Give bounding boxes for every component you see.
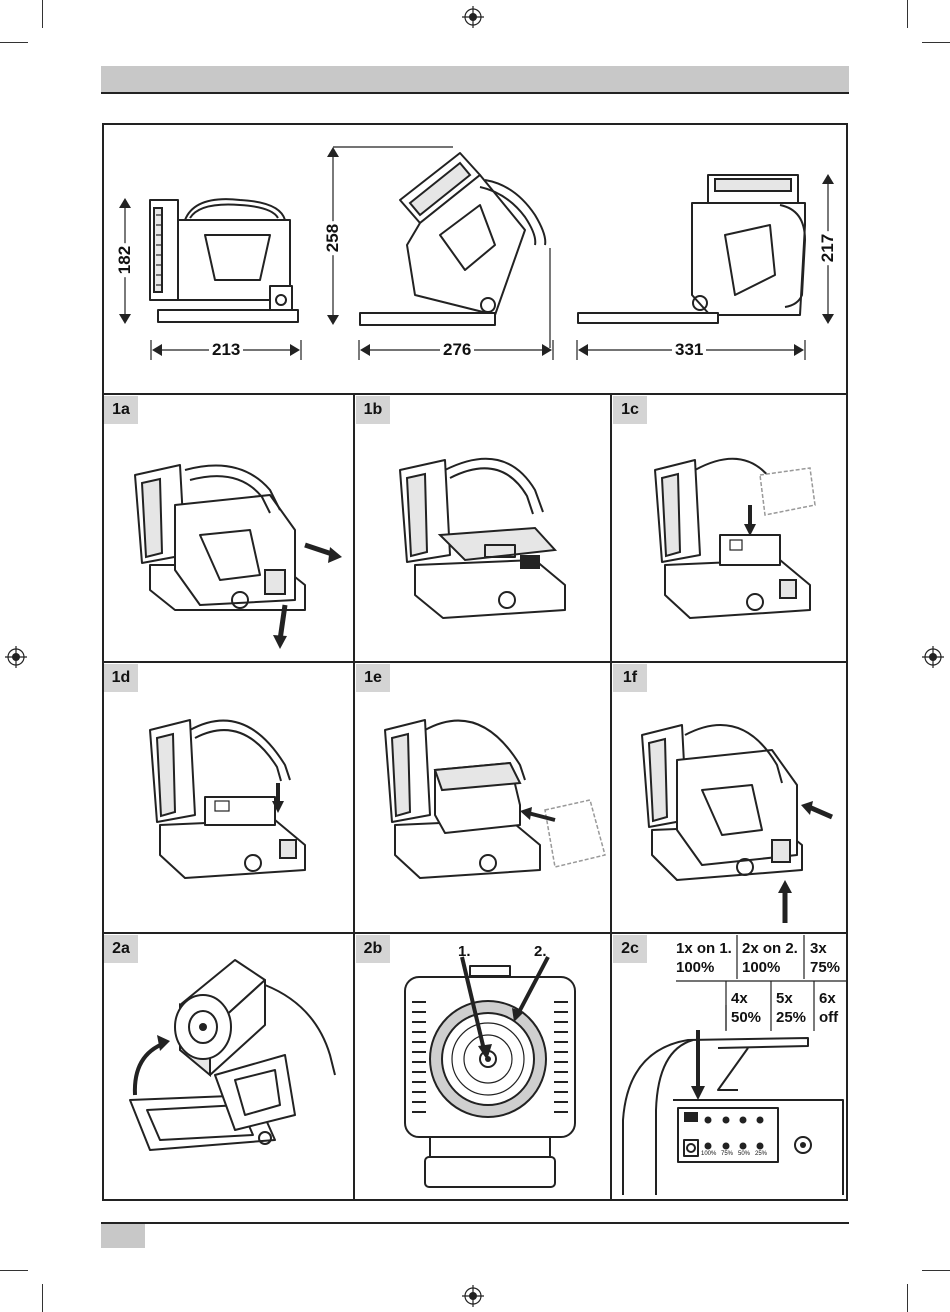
crop-mark: [922, 1270, 950, 1271]
lamp-illustration-1b: [395, 440, 595, 645]
mode-table-lines: [672, 935, 848, 1031]
registration-mark-bottom: [462, 1285, 484, 1307]
dim-open-height: 217: [818, 231, 838, 265]
panel-label-2c: 2c: [613, 935, 647, 963]
grid-divider: [353, 393, 355, 1201]
panel-label-1b: 1b: [356, 396, 390, 424]
dim-tilted-height: 258: [323, 221, 343, 255]
crop-mark: [907, 0, 908, 28]
crop-mark: [922, 42, 950, 43]
lamp-illustration-1e: [380, 705, 610, 895]
header-bar: [101, 66, 849, 94]
registration-mark-left: [5, 646, 27, 668]
dim-tilted-width: 276: [440, 340, 474, 360]
control-panel-2c: [618, 1030, 846, 1198]
led-label-75: 75%: [721, 1151, 733, 1157]
lamp-tilted-view: [355, 145, 565, 335]
step-label-2: 2.: [534, 943, 547, 960]
dim-open-width: 331: [672, 340, 706, 360]
lamp-illustration-1d: [145, 705, 335, 905]
led-label-100: 100%: [701, 1151, 716, 1157]
crop-mark: [907, 1284, 908, 1312]
panel-label-1a: 1a: [104, 396, 138, 424]
grid-divider: [102, 393, 848, 395]
panel-label-1c: 1c: [613, 396, 647, 424]
crop-mark: [0, 42, 28, 43]
crop-mark: [0, 1270, 28, 1271]
grid-divider: [102, 661, 848, 663]
lamp-side-view: [110, 190, 310, 330]
lamp-illustration-1c: [650, 440, 840, 645]
crop-mark: [42, 1284, 43, 1312]
panel-label-1f: 1f: [613, 664, 647, 692]
lamp-illustration-1a: [130, 435, 350, 650]
lamp-illustration-2a: [125, 955, 345, 1165]
footer-page-box: [101, 1224, 145, 1248]
grid-divider: [610, 393, 612, 1201]
lamp-illustration-1f: [637, 705, 842, 925]
panel-label-1d: 1d: [104, 664, 138, 692]
footer-line: [101, 1222, 849, 1224]
dim-side-height: 182: [115, 243, 135, 277]
lamp-open-view: [570, 165, 820, 325]
panel-label-2b: 2b: [356, 935, 390, 963]
led-label-25: 25%: [755, 1151, 767, 1157]
panel-label-1e: 1e: [356, 664, 390, 692]
step-label-1: 1.: [458, 943, 471, 960]
dim-side-width: 213: [209, 340, 243, 360]
led-label-50: 50%: [738, 1151, 750, 1157]
lamp-front-view-2b: [400, 962, 580, 1194]
grid-divider: [102, 932, 848, 934]
dim-extension-line: [548, 248, 552, 348]
registration-mark-top: [462, 6, 484, 28]
crop-mark: [42, 0, 43, 28]
registration-mark-right: [922, 646, 944, 668]
